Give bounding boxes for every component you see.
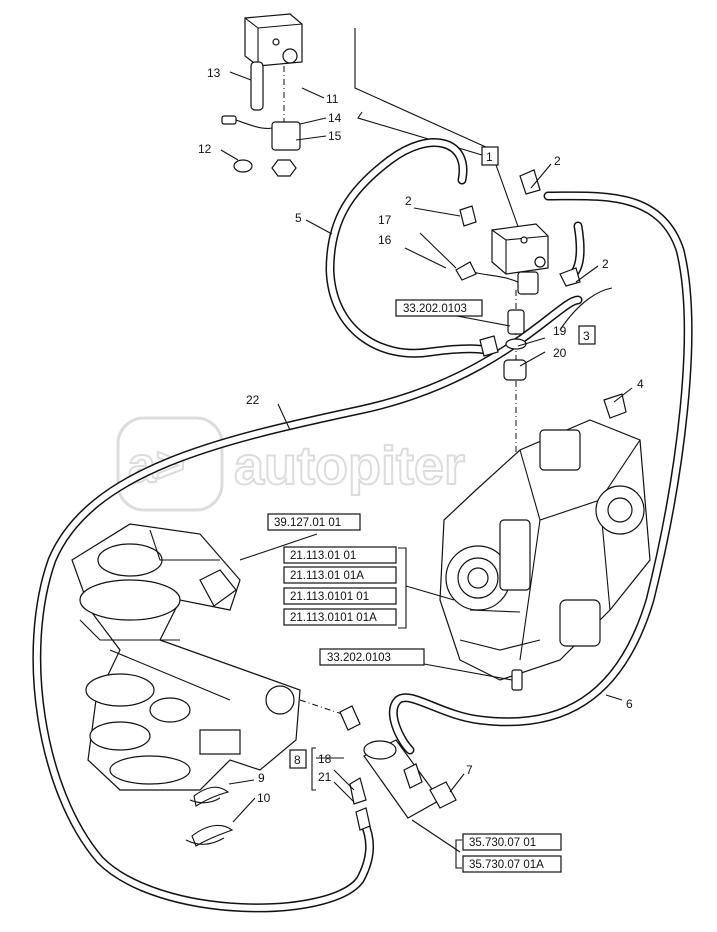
coil-14 [271, 121, 301, 151]
ref-33202-top: 33.202.0103 [403, 303, 467, 315]
axle-frame [71, 523, 301, 791]
callout-3: 3 [583, 329, 590, 343]
hose-5 [325, 138, 490, 358]
callout-box-1 [481, 146, 499, 166]
callout-16: 16 [378, 233, 392, 247]
watermark: a> autopiter [116, 416, 466, 512]
callout-20: 20 [553, 346, 567, 360]
ref-21113-b: 21.113.01 01A [290, 570, 364, 582]
ref-box-33202-mid [319, 648, 425, 666]
callout-19: 19 [553, 324, 567, 338]
ref-33202-mid: 33.202.0103 [327, 652, 391, 664]
ref-box-35730-a [462, 833, 562, 851]
callout-8: 8 [294, 753, 301, 767]
callout-2-left: 2 [405, 194, 412, 208]
callout-12: 12 [198, 142, 212, 156]
watermark-logo-icon [116, 416, 224, 512]
callout-2-top: 2 [554, 154, 561, 168]
reference-boxes: 33.202.0103 39.127.01 01 21.113.01 01 21… [267, 299, 562, 873]
ref-box-21113-d [283, 608, 397, 626]
callout-21: 21 [318, 770, 332, 784]
ref-box-39127 [267, 513, 361, 531]
callout-numbers: 1 2 2 2 3 4 5 6 7 8 9 10 11 12 13 14 15 … [198, 66, 644, 805]
ref-21113-c: 21.113.0101 01 [290, 591, 369, 603]
transmission [439, 287, 651, 691]
hose-6 [388, 191, 693, 755]
cylinder-assembly [185, 699, 465, 853]
callout-9: 9 [258, 771, 265, 785]
callout-22: 22 [246, 393, 260, 407]
ref-35730-b: 35.730.07 01A [469, 859, 544, 871]
callout-7: 7 [466, 763, 473, 777]
ref-21113-a: 21.113.01 01 [290, 550, 356, 562]
ref-box-21113-c [283, 587, 397, 605]
pin-13 [250, 61, 264, 111]
reference-leaders [239, 219, 623, 869]
callout-1: 1 [486, 150, 493, 164]
hose-22 [32, 295, 583, 913]
callout-17: 17 [378, 213, 392, 227]
leader-lines-top [354, 28, 521, 233]
callout-box-3 [578, 325, 596, 345]
ref-39127: 39.127.01 01 [274, 517, 341, 529]
callout-4: 4 [637, 377, 644, 391]
o-ring-12 [233, 159, 253, 173]
callout-5: 5 [295, 211, 302, 225]
callout-2-right: 2 [602, 257, 609, 271]
callout-6: 6 [626, 697, 633, 711]
ref-21113-d: 21.113.0101 01A [290, 612, 377, 624]
callout-18: 18 [318, 752, 332, 766]
ref-35730-a: 35.730.07 01 [469, 837, 536, 849]
callout-14: 14 [328, 111, 342, 125]
callout-11: 11 [326, 92, 339, 106]
nut-15 [271, 159, 297, 177]
callout-15: 15 [328, 129, 342, 143]
ref-box-33202-top [395, 299, 483, 317]
ref-box-35730-b [462, 855, 562, 873]
watermark-text: autopiter [234, 436, 465, 496]
solenoid-valve-group [220, 13, 327, 177]
callout-10: 10 [257, 791, 271, 805]
ref-box-21113-a [283, 546, 397, 564]
callout-box-8 [289, 749, 307, 769]
ref-box-21113-b [283, 566, 397, 584]
callout-13: 13 [207, 66, 221, 80]
